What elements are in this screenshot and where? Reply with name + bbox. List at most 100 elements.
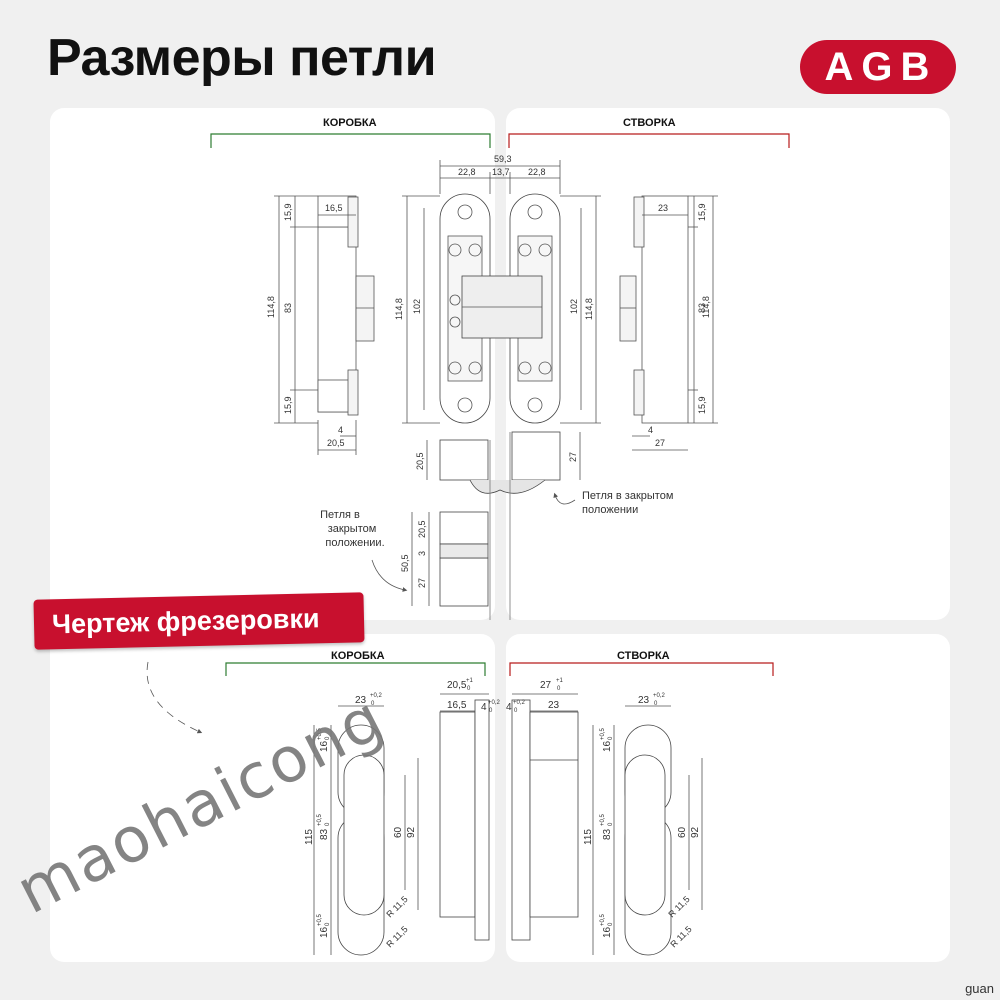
dim-sash-h-mid: 83 — [602, 828, 613, 840]
section-box-label: КОРОБКА — [323, 117, 377, 129]
dim-gap: 13,7 — [492, 167, 510, 177]
corner-text: guan — [965, 981, 994, 996]
dim-box-h-top: 16 — [319, 740, 330, 752]
dim-sash-w-tol: +0,2 — [653, 693, 666, 699]
dim-sash-w-tol2: 0 — [654, 701, 658, 707]
dim-closed-box: 20,5 — [415, 452, 425, 470]
dim-h-edge-top: 15,9 — [283, 203, 293, 221]
dim-sash-slot-60: 60 — [677, 826, 688, 838]
dim-sash-h-top: 16 — [602, 740, 613, 752]
sash-milling-side — [511, 699, 579, 941]
agb-logo: AGB — [800, 40, 956, 94]
milling-drawing-ribbon: Чертеж фрезеровки — [33, 592, 365, 650]
dim-closed-sash: 27 — [568, 452, 578, 462]
dim-box-w-tol: +0,2 — [370, 693, 383, 699]
note-closed-right-2: положении — [582, 504, 638, 516]
dim-h-edge-bottom: 15,9 — [283, 396, 293, 414]
dim-sash-depth: 27 — [540, 680, 552, 691]
dim-sash-slot-92: 92 — [690, 826, 701, 838]
note-closed-right-1: Петля в закрытом — [582, 490, 673, 502]
box-milling-front — [337, 724, 385, 956]
dim-box-h-mid-tol2: 0 — [325, 822, 331, 826]
note-closed-left-1: Петля в — [320, 509, 360, 521]
dim-box-h-bot-tol2: 0 — [325, 922, 331, 926]
dim-radius-2: R 11,5 — [384, 924, 409, 949]
box-bottom-bracket — [225, 662, 486, 676]
dim-w-step-r: 4 — [648, 425, 653, 435]
closed-hinge-top — [439, 431, 561, 620]
panel-box-bottom — [50, 634, 495, 962]
dim-slot-92: 92 — [406, 826, 417, 838]
dim-box-depth-tol: +1 — [466, 678, 474, 684]
dim-w-base-r: 27 — [655, 438, 665, 448]
dim-h-total-r: 114,8 — [584, 298, 594, 320]
box-milling-side — [439, 699, 490, 941]
dim-closed-total: 50,5 — [400, 554, 410, 572]
dim-h-plate: 102 — [412, 299, 422, 314]
panel-box-top — [50, 108, 495, 620]
dim-h-plate-r: 102 — [569, 299, 579, 314]
dim-sash-h-top-tol2: 0 — [608, 736, 614, 740]
box-side-profile — [317, 195, 375, 416]
dim-h-edge-top-r: 15,9 — [697, 203, 707, 221]
panel-sash-bottom — [506, 634, 950, 962]
section-sash-label: СТВОРКА — [623, 117, 676, 129]
dim-sash-h-bot: 16 — [602, 926, 613, 938]
dim-box-h-top-tol: +0,5 — [317, 727, 323, 740]
dim-sash-step-tol: +0,2 — [513, 700, 526, 706]
dim-sash-step-tol2: 0 — [514, 708, 518, 714]
dim-radius-1: R 11,5 — [384, 894, 409, 919]
dim-h-inner-r: 83 — [697, 303, 707, 313]
sash-milling-front — [624, 724, 672, 956]
dim-box-side: 16,5 — [447, 700, 467, 711]
dim-w-base: 20,5 — [327, 438, 345, 448]
dim-box-h-bot: 16 — [319, 926, 330, 938]
dim-box-h-top-tol2: 0 — [325, 736, 331, 740]
closed-hinge-side — [439, 511, 489, 607]
dim-sash-h-bot-tol2: 0 — [608, 922, 614, 926]
dim-sash-depth-tol: +1 — [556, 678, 564, 684]
dim-slot-60: 60 — [393, 826, 404, 838]
dim-box-h-mid-tol: +0,5 — [317, 813, 323, 826]
dim-box-w-tol2: 0 — [371, 701, 375, 707]
dim-h-total-center: 114,8 — [394, 298, 404, 320]
box-section-bracket — [210, 133, 491, 148]
dim-h-edge-bottom-r: 15,9 — [697, 396, 707, 414]
dim-overall: 59,3 — [494, 154, 512, 164]
dim-left-plate: 22,8 — [458, 167, 476, 177]
dim-sash-h-mid-tol: +0,5 — [600, 813, 606, 826]
section-sash-bottom-label: СТВОРКА — [617, 650, 670, 662]
dim-box-step-tol: +0,2 — [488, 700, 501, 706]
dim-sash-h-bot-tol: +0,5 — [600, 913, 606, 926]
dim-sash-depth-tol2: 0 — [557, 686, 561, 692]
dim-box-h-total: 115 — [304, 829, 315, 845]
page-title: Размеры петли — [47, 29, 437, 87]
section-box-bottom-label: КОРОБКА — [331, 650, 385, 662]
panel-sash-top — [506, 108, 950, 620]
dim-sash-h-total: 115 — [583, 829, 594, 845]
hinge-front-view — [439, 193, 561, 424]
dim-sash-w: 23 — [638, 695, 650, 706]
dim-box-depth: 20,5 — [447, 680, 467, 691]
dim-sash-radius-1: R 11,5 — [666, 894, 691, 919]
dim-closed-gap: 3 — [417, 551, 427, 556]
dim-w-side-r: 23 — [658, 203, 668, 213]
note-closed-left-2: закрытом — [328, 523, 377, 535]
dim-h-total: 114,8 — [266, 296, 276, 318]
dim-box-h-mid: 83 — [319, 828, 330, 840]
dim-h-inner: 83 — [283, 303, 293, 313]
dim-sash-h-top-tol: +0,5 — [600, 727, 606, 740]
dim-box-depth-tol2: 0 — [467, 686, 471, 692]
dim-w-step: 4 — [338, 425, 343, 435]
dim-box-step-tol2: 0 — [489, 708, 493, 714]
dim-closed-b: 27 — [417, 578, 427, 588]
dim-w-side: 16,5 — [325, 203, 343, 213]
dim-box-w: 23 — [355, 695, 367, 706]
dim-sash-radius-2: R 11,5 — [668, 924, 693, 949]
dim-box-step: 4 — [481, 702, 487, 713]
dim-h-total-side-r: 114,8 — [701, 296, 711, 318]
sash-bottom-bracket — [509, 662, 774, 676]
sash-section-bracket — [508, 133, 790, 148]
dim-closed-a: 20,5 — [417, 520, 427, 538]
